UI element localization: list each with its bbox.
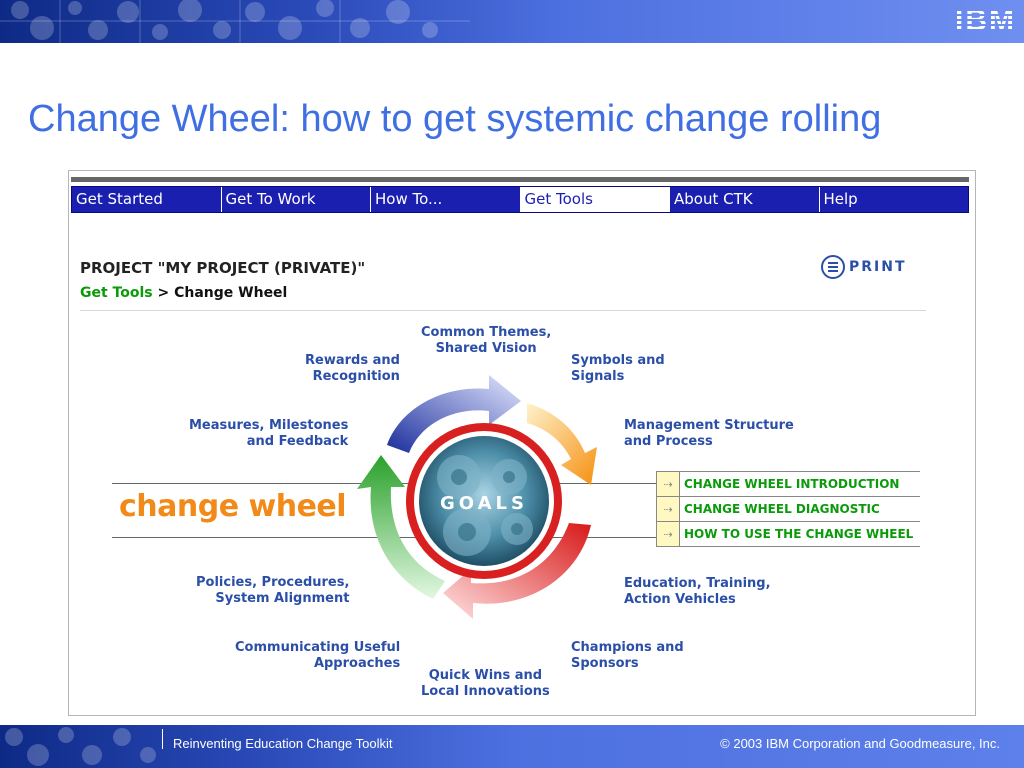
print-button[interactable]: PRINT: [821, 255, 907, 279]
tab-how-to[interactable]: How To...: [371, 187, 521, 212]
change-wheel-graphic: GOALS: [357, 375, 597, 619]
arrow-icon: ⇢: [656, 497, 680, 521]
project-title: PROJECT "MY PROJECT (PRIVATE)": [80, 259, 366, 277]
footer-separator: [162, 729, 163, 749]
print-label: PRINT: [849, 259, 907, 275]
footer-title: Reinventing Education Change Toolkit: [173, 736, 393, 751]
arrow-icon: ⇢: [656, 522, 680, 546]
arrow-icon: ⇢: [656, 472, 680, 496]
label-education: Education, Training,Action Vehicles: [624, 576, 771, 607]
printer-icon: [821, 255, 845, 279]
breadcrumb-separator: >: [152, 285, 175, 301]
tab-get-started[interactable]: Get Started: [72, 187, 222, 212]
breadcrumb: Get Tools > Change Wheel: [80, 285, 287, 301]
blue-arrow: [387, 375, 521, 453]
footer-pattern: [5, 727, 156, 766]
top-banner: IBM: [0, 0, 1024, 43]
change-wheel-links: ⇢ CHANGE WHEEL INTRODUCTION ⇢ CHANGE WHE…: [656, 471, 920, 547]
tab-help[interactable]: Help: [823, 190, 858, 208]
green-arrow: [357, 455, 445, 599]
change-wheel-title: change wheel: [119, 489, 347, 524]
label-common-themes: Common Themes,Shared Vision: [421, 325, 552, 356]
footer-copyright: © 2003 IBM Corporation and Goodmeasure, …: [720, 736, 1000, 751]
nav-tabs: Get Started Get To Work How To... Get To…: [71, 186, 969, 213]
slide-title: Change Wheel: how to get systemic change…: [28, 98, 882, 140]
tab-get-to-work[interactable]: Get To Work: [222, 187, 371, 212]
breadcrumb-current: Change Wheel: [174, 285, 288, 301]
red-arrow: [443, 523, 591, 619]
footer-bar: Reinventing Education Change Toolkit © 2…: [0, 725, 1024, 768]
toolkit-screenshot: Get Started Get To Work How To... Get To…: [68, 170, 976, 716]
ibm-logo: IBM: [955, 4, 1016, 37]
tab-get-tools[interactable]: Get Tools: [520, 187, 670, 212]
breadcrumb-link-get-tools[interactable]: Get Tools: [80, 285, 153, 301]
goals-label: GOALS: [440, 493, 528, 514]
header-divider: [80, 310, 926, 311]
tab-about-ctk[interactable]: About CTK: [670, 187, 820, 212]
link-how-to-use-change-wheel[interactable]: ⇢ HOW TO USE THE CHANGE WHEEL: [656, 522, 920, 547]
main-nav: Get Started Get To Work How To... Get To…: [71, 177, 969, 213]
link-change-wheel-introduction[interactable]: ⇢ CHANGE WHEEL INTRODUCTION: [656, 472, 920, 497]
link-change-wheel-diagnostic[interactable]: ⇢ CHANGE WHEEL DIAGNOSTIC: [656, 497, 920, 522]
banner-pattern: [0, 0, 470, 43]
label-policies: Policies, Procedures,System Alignment: [196, 575, 350, 606]
orange-arrow: [527, 403, 597, 485]
